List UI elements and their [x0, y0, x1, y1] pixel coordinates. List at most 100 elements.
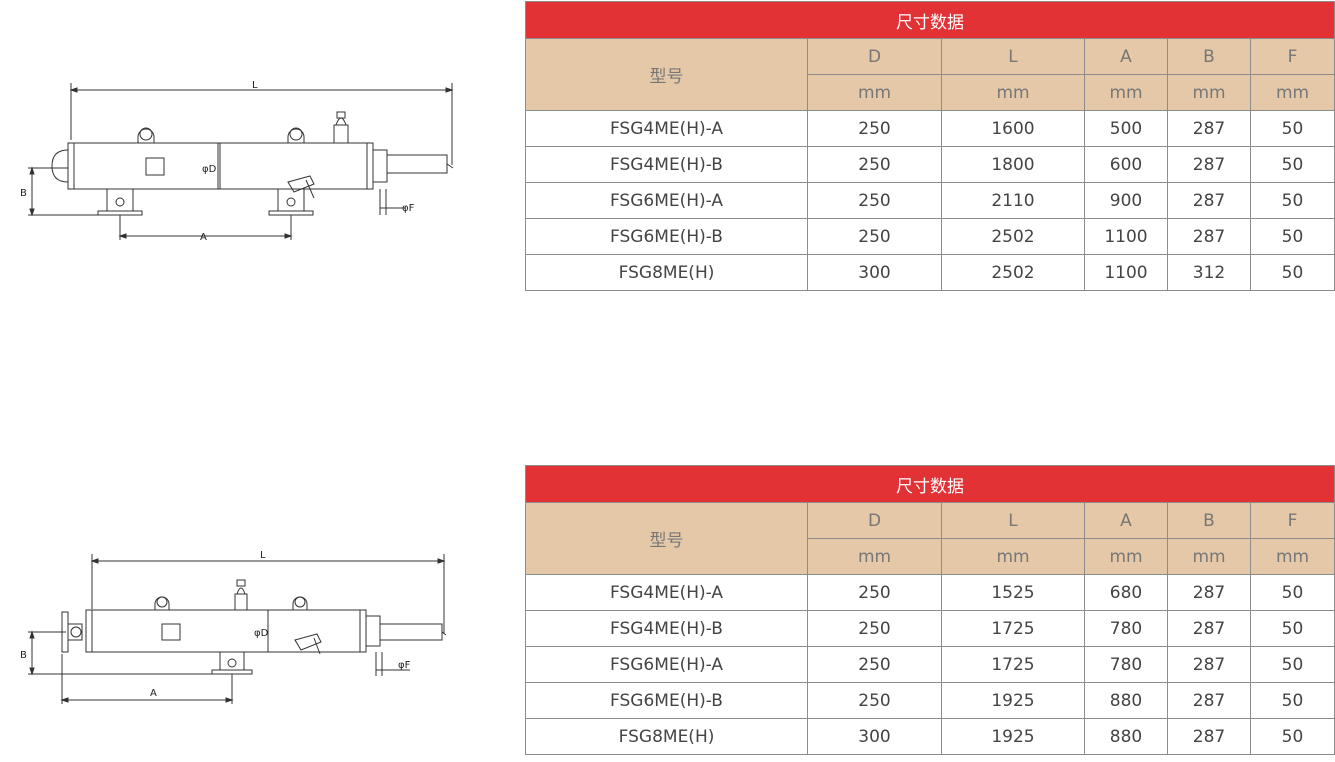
technical-drawing: L A B φD φF [20, 550, 447, 704]
cell-F: 50 [1250, 718, 1335, 755]
unit-A: mm [1084, 74, 1168, 111]
cell-A: 780 [1084, 610, 1168, 647]
label-L: L [260, 550, 266, 561]
cell-model: FSG4ME(H)-A [525, 574, 808, 611]
cell-F: 50 [1250, 682, 1335, 719]
label-D: φD [254, 628, 269, 639]
unit-D: mm [807, 74, 942, 111]
cell-model: FSG6ME(H)-B [525, 218, 808, 255]
spec-section-2: L A B φD φF 尺寸数据 型号 D L A B F mm mm mm m… [0, 464, 1335, 762]
label-L: L [252, 80, 258, 91]
col-header-F: F [1250, 38, 1335, 75]
cell-model: FSG4ME(H)-A [525, 110, 808, 147]
cell-model: FSG8ME(H) [525, 718, 808, 755]
dimension-table-1: 尺寸数据 型号 D L A B F mm mm mm mm mm FSG4ME(… [525, 1, 1335, 291]
label-F: φF [402, 203, 415, 214]
cell-A: 880 [1084, 718, 1168, 755]
cell-D: 250 [807, 646, 942, 683]
cell-A: 500 [1084, 110, 1168, 147]
cell-L: 2502 [941, 218, 1085, 255]
table-row: FSG4ME(H)-A 250 1525 680 287 50 [525, 574, 1335, 611]
col-header-D: D [807, 502, 942, 539]
cell-model: FSG4ME(H)-B [525, 610, 808, 647]
table-row: FSG6ME(H)-B 250 1925 880 287 50 [525, 682, 1335, 719]
dimension-table-2: 尺寸数据 型号 D L A B F mm mm mm mm mm FSG4ME(… [525, 465, 1335, 755]
col-header-A: A [1084, 502, 1168, 539]
cell-D: 250 [807, 682, 942, 719]
cell-L: 1925 [941, 682, 1085, 719]
cell-L: 1800 [941, 146, 1085, 183]
cell-A: 1100 [1084, 254, 1168, 291]
unit-F: mm [1250, 538, 1335, 575]
cell-B: 287 [1167, 146, 1251, 183]
cell-F: 50 [1250, 146, 1335, 183]
cell-F: 50 [1250, 574, 1335, 611]
cell-D: 250 [807, 110, 942, 147]
cell-B: 287 [1167, 646, 1251, 683]
cell-D: 250 [807, 182, 942, 219]
table-row: FSG6ME(H)-A 250 1725 780 287 50 [525, 646, 1335, 683]
table-row: FSG4ME(H)-A 250 1600 500 287 50 [525, 110, 1335, 147]
table-row: FSG6ME(H)-B 250 2502 1100 287 50 [525, 218, 1335, 255]
filter-drawing-1: L A B φD φF [10, 0, 480, 298]
cell-A: 1100 [1084, 218, 1168, 255]
table-row: FSG4ME(H)-B 250 1725 780 287 50 [525, 610, 1335, 647]
label-D: φD [202, 164, 217, 175]
label-B: B [20, 650, 27, 661]
unit-D: mm [807, 538, 942, 575]
col-header-L: L [941, 38, 1085, 75]
table-row: FSG8ME(H) 300 1925 880 287 50 [525, 718, 1335, 755]
cell-model: FSG6ME(H)-B [525, 682, 808, 719]
unit-L: mm [941, 74, 1085, 111]
cell-B: 287 [1167, 218, 1251, 255]
cell-B: 287 [1167, 610, 1251, 647]
cell-D: 250 [807, 218, 942, 255]
cell-model: FSG6ME(H)-A [525, 182, 808, 219]
cell-B: 287 [1167, 682, 1251, 719]
cell-F: 50 [1250, 110, 1335, 147]
cell-L: 1525 [941, 574, 1085, 611]
unit-row: mm mm mm mm mm [526, 538, 1335, 575]
cell-B: 287 [1167, 574, 1251, 611]
cell-F: 50 [1250, 610, 1335, 647]
cell-B: 312 [1167, 254, 1251, 291]
column-header-row: 型号 D L A B F [525, 38, 1335, 111]
cell-D: 300 [807, 254, 942, 291]
cell-L: 1725 [941, 646, 1085, 683]
cell-L: 1925 [941, 718, 1085, 755]
cell-model: FSG6ME(H)-A [525, 646, 808, 683]
unit-row: mm mm mm mm mm [526, 74, 1335, 111]
cell-L: 1725 [941, 610, 1085, 647]
cell-F: 50 [1250, 254, 1335, 291]
col-header-A: A [1084, 38, 1168, 75]
table-title: 尺寸数据 [525, 1, 1335, 39]
cell-D: 300 [807, 718, 942, 755]
cell-B: 287 [1167, 110, 1251, 147]
cell-B: 287 [1167, 718, 1251, 755]
label-A: A [200, 232, 207, 243]
cell-D: 250 [807, 146, 942, 183]
cell-D: 250 [807, 610, 942, 647]
table-row: FSG8ME(H) 300 2502 1100 312 50 [525, 254, 1335, 291]
table-row: FSG4ME(H)-B 250 1800 600 287 50 [525, 146, 1335, 183]
label-A: A [150, 688, 157, 699]
cell-L: 2502 [941, 254, 1085, 291]
table-title-row: 尺寸数据 [525, 465, 1335, 503]
col-header-F: F [1250, 502, 1335, 539]
unit-L: mm [941, 538, 1085, 575]
cell-B: 287 [1167, 182, 1251, 219]
cell-F: 50 [1250, 218, 1335, 255]
unit-F: mm [1250, 74, 1335, 111]
cell-L: 2110 [941, 182, 1085, 219]
unit-B: mm [1167, 74, 1251, 111]
model-header: 型号 [525, 38, 808, 111]
table-row: FSG6ME(H)-A 250 2110 900 287 50 [525, 182, 1335, 219]
label-F: φF [398, 660, 411, 671]
cell-model: FSG8ME(H) [525, 254, 808, 291]
cell-A: 880 [1084, 682, 1168, 719]
unit-A: mm [1084, 538, 1168, 575]
table-title-row: 尺寸数据 [525, 1, 1335, 39]
column-header-row: 型号 D L A B F [525, 502, 1335, 575]
col-header-D: D [807, 38, 942, 75]
cell-A: 900 [1084, 182, 1168, 219]
